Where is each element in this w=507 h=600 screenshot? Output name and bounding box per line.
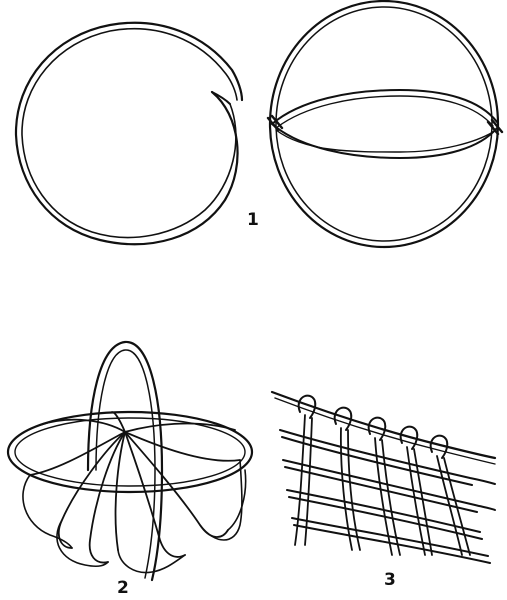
basket-frame-drawing bbox=[8, 342, 252, 580]
basket-rim-inner bbox=[15, 418, 245, 486]
figure-label-1: 1 bbox=[247, 212, 259, 229]
inner-hoop-top bbox=[272, 90, 497, 124]
figure-label-3: 3 bbox=[384, 572, 396, 589]
outer-hoop-b bbox=[276, 7, 492, 241]
inner-hoop-bottom-2 bbox=[276, 130, 493, 152]
outer-hoop-a bbox=[270, 1, 498, 247]
inner-hoop-top-2 bbox=[276, 96, 493, 128]
open-hoop-drawing bbox=[16, 23, 242, 244]
basket-handle-inner bbox=[96, 350, 155, 578]
crossed-hoops-drawing bbox=[268, 1, 502, 247]
weave-detail-drawing bbox=[272, 392, 495, 563]
figure-label-2: 2 bbox=[117, 580, 129, 597]
basket-outer-loops bbox=[23, 460, 246, 573]
inner-hoop-bottom bbox=[272, 124, 497, 158]
open-hoop-inner bbox=[22, 29, 237, 238]
